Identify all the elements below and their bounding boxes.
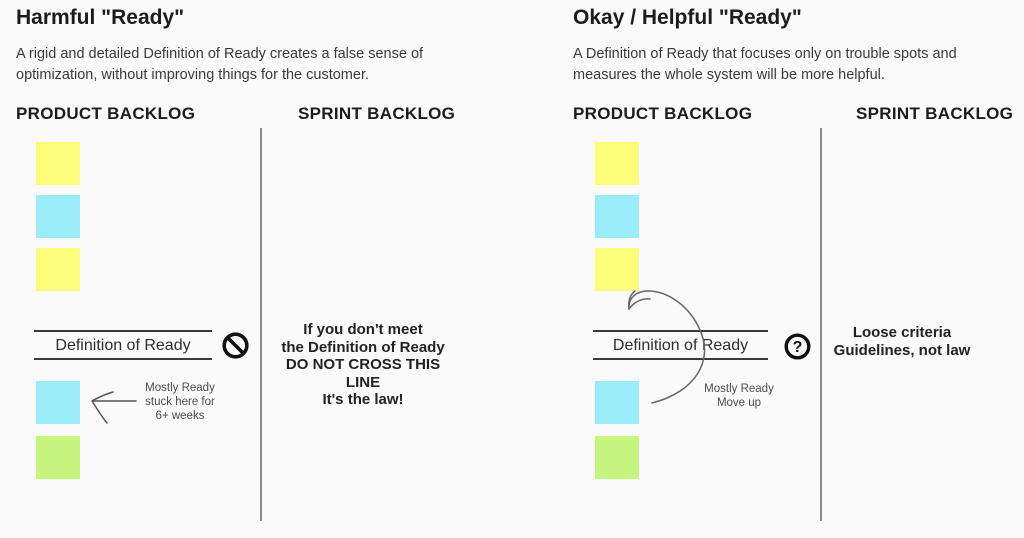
annotation-line: stuck here for bbox=[145, 396, 215, 408]
subtitle-line: optimization, without improving things f… bbox=[16, 67, 369, 83]
sprint-backlog-header: SPRINT BACKLOG bbox=[856, 104, 1014, 123]
sticky-note-cyan bbox=[595, 195, 639, 238]
definition-of-ready-line-bottom bbox=[34, 358, 212, 360]
product-backlog-header: PRODUCT BACKLOG bbox=[573, 104, 753, 123]
definition-of-ready-line-top bbox=[593, 330, 768, 332]
message-line: the Definition of Ready bbox=[281, 338, 445, 356]
panel-title: Okay / Helpful "Ready" bbox=[573, 6, 802, 29]
annotation-line: Mostly Ready bbox=[145, 382, 215, 394]
sticky-note-yellow bbox=[595, 142, 639, 185]
sticky-note-cyan bbox=[36, 195, 80, 238]
product-backlog-header: PRODUCT BACKLOG bbox=[16, 104, 196, 123]
annotation-line: 6+ weeks bbox=[155, 410, 205, 422]
subtitle-line: A Definition of Ready that focuses only … bbox=[573, 46, 957, 62]
column-divider bbox=[260, 128, 262, 521]
svg-text:?: ? bbox=[793, 339, 803, 356]
message-line: Guidelines, not law bbox=[833, 341, 971, 359]
subtitle-line: A rigid and detailed Definition of Ready… bbox=[16, 46, 424, 62]
stuck-arrow-icon bbox=[91, 391, 137, 424]
sticky-note-green bbox=[36, 436, 80, 479]
sprint-rule-message: If you don't meet the Definition of Read… bbox=[273, 321, 453, 409]
sticky-note-stuck bbox=[36, 381, 80, 424]
annotation-line: Mostly Ready bbox=[704, 383, 774, 395]
message-line: Loose criteria bbox=[852, 324, 952, 341]
sticky-note-yellow bbox=[36, 142, 80, 185]
sticky-note-yellow bbox=[36, 248, 80, 291]
sticky-note-yellow bbox=[595, 248, 639, 291]
subtitle-line: measures the whole system will be more h… bbox=[573, 67, 885, 83]
definition-of-ready-line-bottom bbox=[593, 358, 768, 360]
message-line: It's the law! bbox=[322, 391, 404, 408]
definition-of-ready-label: Definition of Ready bbox=[612, 337, 749, 354]
panel-subtitle: A rigid and detailed Definition of Ready… bbox=[16, 44, 423, 86]
definition-of-ready-line-top bbox=[34, 330, 212, 332]
annotation-line: Move up bbox=[716, 397, 762, 409]
panel-subtitle: A Definition of Ready that focuses only … bbox=[573, 44, 957, 86]
no-entry-icon bbox=[222, 332, 249, 359]
sticky-note-green bbox=[595, 436, 639, 479]
column-divider bbox=[820, 128, 822, 521]
sticky-note-stuck bbox=[595, 381, 639, 424]
question-mark-icon: ? bbox=[784, 333, 811, 360]
sprint-backlog-header: SPRINT BACKLOG bbox=[298, 104, 456, 123]
definition-of-ready-label: Definition of Ready bbox=[55, 337, 191, 354]
move-up-annotation: Mostly Ready Move up bbox=[699, 382, 779, 410]
message-line: DO NOT CROSS THIS LINE bbox=[285, 356, 441, 391]
message-line: If you don't meet bbox=[303, 321, 423, 338]
sprint-guideline-message: Loose criteria Guidelines, not law bbox=[812, 324, 992, 359]
move-up-arrow-icon bbox=[628, 290, 706, 404]
panel-title: Harmful "Ready" bbox=[16, 6, 185, 29]
stuck-annotation: Mostly Ready stuck here for 6+ weeks bbox=[140, 381, 220, 423]
